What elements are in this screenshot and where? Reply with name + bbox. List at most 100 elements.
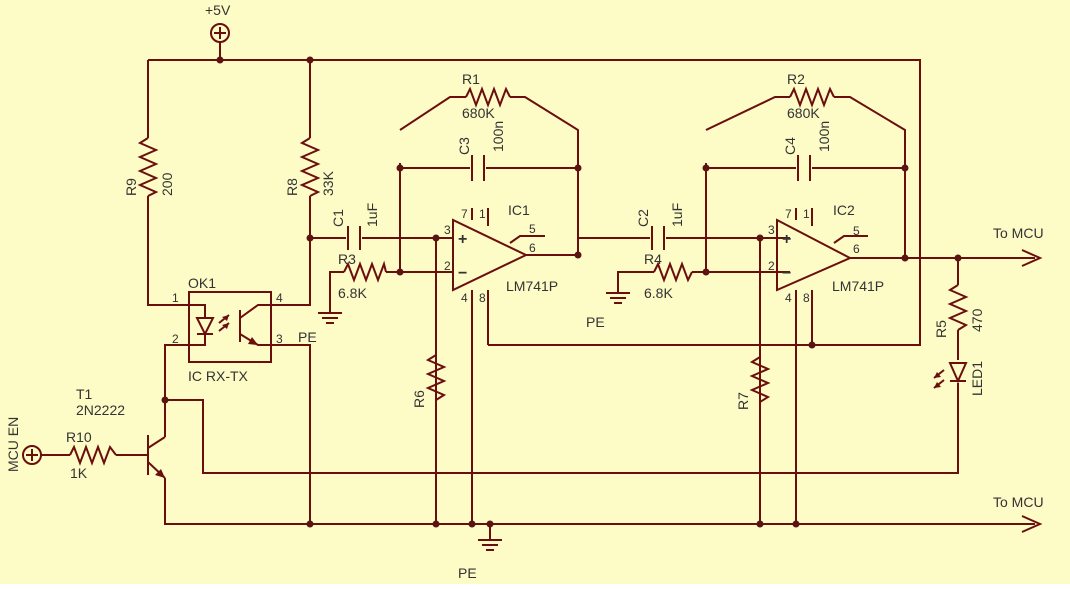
led1-arrowhead-1 (934, 372, 941, 378)
r5-resistor (947, 284, 969, 331)
c3-name: C3 (456, 137, 472, 155)
ic2-pin-6: 6 (853, 242, 860, 256)
r10-resistor (69, 444, 117, 466)
wire-r8 (294, 60, 311, 306)
c2-capacitor (651, 226, 665, 250)
wire-ic2-pin5 (833, 235, 868, 244)
c4-name: C4 (782, 137, 798, 155)
led1-name: LED1 (969, 361, 985, 396)
r2-name: R2 (787, 71, 805, 87)
ic2-part: LM741P (832, 278, 884, 294)
junction (396, 268, 404, 276)
ic2-name: IC2 (833, 202, 855, 218)
ic2-pin-8: 8 (803, 291, 810, 305)
c3-capacitor (471, 155, 485, 181)
r4-resistor (653, 261, 693, 283)
junction (808, 341, 816, 349)
ic1-pin-3: 3 (444, 223, 451, 237)
ic2-pin-3: 3 (768, 223, 775, 237)
junction (432, 520, 440, 528)
r9-value: 200 (159, 172, 175, 196)
pe-label-bottom: PE (458, 565, 477, 581)
wire-ok1-pin3 (294, 344, 311, 524)
mcu-en-terminal (22, 445, 42, 465)
c4-value: 100n (816, 121, 832, 152)
ok1-pin-2: 2 (172, 332, 179, 346)
ic1-pin-8: 8 (479, 291, 486, 305)
wire-t1-emitter (164, 478, 1035, 525)
ok1-arrowhead-1 (222, 315, 229, 321)
opamp-polarity-marks: + − + − (458, 231, 791, 282)
ic1-opamp (452, 218, 529, 292)
ic2-pin-5: 5 (853, 224, 860, 238)
wire-ok1-pin2 (164, 344, 180, 437)
wire-ic1-out (526, 237, 790, 256)
r8-value: 33K (320, 170, 336, 196)
ic2-pin-1: 1 (803, 207, 810, 221)
junction (216, 56, 224, 64)
ok1-arrowhead-2 (222, 323, 229, 329)
junction (702, 164, 710, 172)
wire-ic1-inv-fb (399, 96, 579, 272)
junction (306, 56, 314, 64)
to-mcu-bottom-arrow (1021, 515, 1043, 533)
vcc-label: +5V (205, 2, 231, 18)
wire-ic1-pin5 (509, 235, 545, 244)
r2-value: 680K (787, 105, 820, 121)
junction (468, 520, 476, 528)
ok1-pin-1: 1 (172, 291, 179, 305)
ok1-name: OK1 (188, 275, 216, 291)
ic2-plus-mark: + (782, 231, 791, 248)
r4-name: R4 (644, 251, 662, 267)
ic1-minus-mark: − (458, 265, 467, 282)
junction-dots (161, 56, 962, 528)
ic1-name: IC1 (508, 202, 530, 218)
labels: +5V R9 200 R8 33K R1 680K C3 100n IC1 LM… (5, 2, 1044, 581)
r1-resistor (465, 86, 511, 108)
r10-value: 1K (70, 465, 88, 481)
wire-led-branch (165, 258, 959, 474)
wire-vcc-rail (148, 59, 921, 346)
ground-bottom (478, 539, 502, 551)
wire-ic2-inv-fb (705, 96, 906, 272)
ok1-part: IC RX-TX (188, 368, 249, 384)
r3-resistor (343, 260, 387, 283)
ground-ok1 (318, 312, 342, 324)
r5-name: R5 (933, 320, 949, 338)
filled-marks (155, 315, 941, 478)
junction (756, 520, 764, 528)
c3-value: 100n (490, 121, 506, 152)
led1-diode (948, 362, 968, 384)
junction (306, 520, 314, 528)
to-mcu-top-label: To MCU (993, 225, 1044, 241)
r1-value: 680K (462, 105, 495, 121)
to-mcu-top-arrow (1021, 249, 1043, 267)
ic1-pin-2: 2 (444, 259, 451, 273)
mcu-en-plus-mark (26, 449, 38, 461)
ic1-pin-4: 4 (461, 291, 468, 305)
junction (306, 234, 314, 242)
ic2-pin-7: 7 (785, 207, 792, 221)
vcc-plus-mark (214, 27, 226, 39)
r7-name: R7 (735, 392, 751, 410)
junction (702, 268, 710, 276)
t1-emitter-arrowhead (155, 469, 165, 478)
r4-value: 6.8K (644, 285, 673, 301)
r2-resistor (789, 86, 835, 108)
c1-capacitor (347, 226, 361, 250)
r10-name: R10 (66, 429, 92, 445)
junction (161, 396, 169, 404)
c4-capacitor (797, 155, 811, 181)
r6-name: R6 (411, 390, 427, 408)
components (22, 23, 1043, 551)
junction (901, 254, 909, 262)
junction (396, 164, 404, 172)
to-mcu-bottom-label: To MCU (993, 494, 1044, 510)
ok1-optocoupler (188, 291, 272, 363)
ok1-photo-arrowhead (248, 337, 258, 345)
ok1-led (180, 304, 215, 346)
r8-resistor (299, 137, 321, 197)
